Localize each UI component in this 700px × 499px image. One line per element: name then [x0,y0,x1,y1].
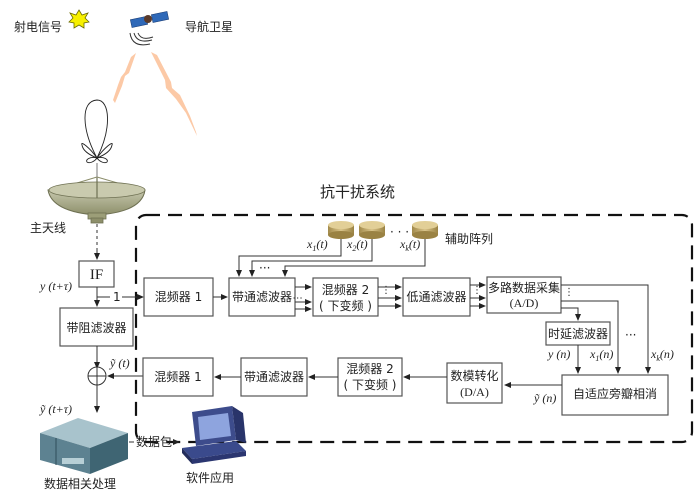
mixer1-lower-block [142,357,214,397]
svg-text:xk(t): xk(t) [399,237,420,253]
aux-ellipsis: · · · [390,225,409,239]
delay-filter-label: 时延滤波器 [548,327,608,341]
mixer2-upper-block [312,277,379,317]
xk-n-label: xk(n) [650,347,674,363]
mixer2-upper-label-2: ( 下变频 ) [319,298,372,313]
ellipsis-v4: ⋮ [564,287,574,298]
mixer2-lower-label-1: 混频器 2 [346,362,393,376]
lowpass-block [402,277,471,317]
bandpass-lower-label: 带通滤波器 [244,370,304,384]
jamming-star-icon [68,9,90,29]
software-computer-icon [182,406,246,464]
satellite-label: 导航卫星 [185,19,233,34]
x1-t-label: x1(t) [306,237,328,253]
x1-n-label: x1(n) [589,347,613,363]
mixer1-lower-label: 混频器 1 [154,370,201,384]
data-packet-label: 数据包 [136,434,172,449]
bandpass-upper-block [228,277,296,317]
aux-array-elements [328,221,438,239]
adc-block [486,276,562,314]
adc-label-2: (A/D) [510,296,539,310]
downlink-ray-right [151,52,197,136]
aux-array-label: 辅助阵列 [445,232,493,246]
dac-block [446,362,503,404]
svg-text:x1(n): x1(n) [589,347,613,363]
if-label: IF [90,267,103,283]
y-tilde-t-label: ỹ (t) [109,356,130,370]
ellipsis-v2: ⋮ [381,285,391,296]
y-n-label: y (n) [547,347,570,361]
aux-antenna-1-icon [328,221,354,239]
adaptive-canceller-label: 自适应旁瓣相消 [573,386,657,401]
downlink-ray-left [113,53,136,103]
adc-outputs-ellipsis: ··· [625,328,636,342]
band-stop-filter-label: 带阻滤波器 [66,321,126,335]
y-t-tau-label: y (t+τ) [39,279,72,293]
aux-antenna-2-icon [359,221,385,239]
main-antenna-label: 主天线 [30,221,66,235]
satellite-icon [129,11,170,28]
data-processing-label: 数据相关处理 [44,476,116,491]
aux-antenna-k-icon [412,221,438,239]
mixer1-upper-block [143,277,214,317]
jamming-signal-label: 射电信号 [14,19,62,34]
mixer2-upper-label-1: 混频器 2 [322,283,369,297]
adaptive-canceller-block [561,374,669,416]
adc-label-1: 多路数据采集 [488,280,560,295]
antenna-beam-pattern-icon [81,99,113,164]
svg-text:x1(t): x1(t) [306,237,328,253]
aux-feed-ellipsis: ··· [259,261,270,275]
y-tilde-t-tau-label: ỹ (t+τ) [39,402,72,416]
signal-waves-icon [129,32,154,46]
dac-label-2: (D/A) [460,385,489,399]
y-tilde-n-label: ỹ (n) [533,391,556,405]
mixer1-upper-label: 混频器 1 [155,290,202,304]
svg-text:xk(n): xk(n) [650,347,674,363]
ellipsis-v1: ⋮ [292,293,303,303]
system-title: 抗干扰系统 [320,183,395,201]
lowpass-label: 低通滤波器 [406,290,466,304]
dac-label-1: 数模转化 [450,368,498,383]
data-processing-server-icon [40,418,128,474]
x2-t-label: x2(t) [346,237,368,253]
xk-t-label: xk(t) [399,237,420,253]
anti-jamming-system-boundary [134,213,694,444]
ellipsis-v3: ⋮ [472,285,482,296]
main-antenna-dish-icon [47,176,146,224]
svg-text:x2(t): x2(t) [346,237,368,253]
software-label: 软件应用 [186,470,234,485]
summing-junction-icon [87,366,107,386]
bandpass-upper-label: 带通滤波器 [232,290,292,304]
mixer2-lower-label-2: ( 下变频 ) [344,377,397,392]
switch-1-label: 1 [113,290,121,304]
